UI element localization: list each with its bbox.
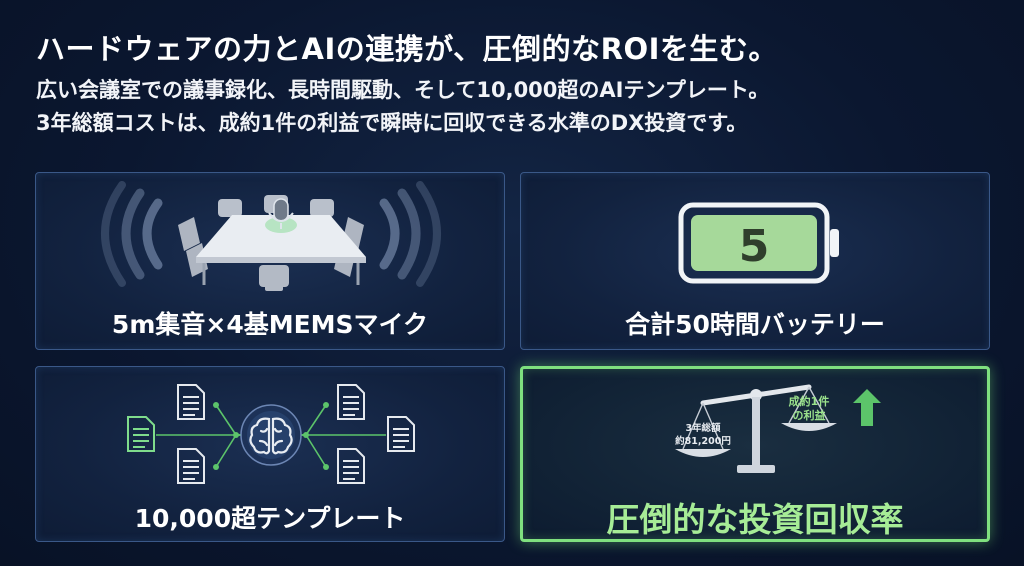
feature-card-battery: 5 合計50時間バッテリー	[520, 172, 990, 350]
right-pan-line-1: 成約1件	[789, 394, 830, 408]
subheadline-line-1: 広い会議室での議事録化、長時間駆動、そして10,000超のAIテンプレート。	[36, 78, 770, 102]
card-label-microphone: 5m集音×4基MEMSマイク	[111, 310, 429, 339]
document-icon	[127, 384, 415, 484]
feature-card-microphone: 5m集音×4基MEMSマイク	[35, 172, 505, 350]
header: ハードウェアの力とAIの連携が、圧倒的なROIを生む。 広い会議室での議事録化、…	[36, 30, 996, 140]
card-label-roi: 圧倒的な投資回収率	[606, 500, 904, 539]
subheadline-line-2: 3年総額コストは、成約1件の利益で瞬時に回収できる水準のDX投資です。	[36, 111, 748, 135]
left-pan-line-2: 約81,200円	[675, 435, 731, 447]
brain-icon	[240, 404, 302, 466]
feature-card-templates: 10,000超テンプレート	[35, 366, 505, 542]
left-pan-line-1: 3年総額	[685, 422, 721, 434]
template-network-icon	[127, 384, 415, 484]
conference-table-icon	[101, 181, 441, 291]
card-label-battery: 合計50時間バッテリー	[625, 310, 885, 339]
arrow-up-icon	[853, 389, 881, 426]
headline: ハードウェアの力とAIの連携が、圧倒的なROIを生む。	[36, 32, 778, 66]
battery-icon: 5	[678, 202, 839, 284]
battery-level-text: 5	[739, 221, 770, 272]
balance-scale-icon: 3年総額 約81,200円 成約1件 の利益	[675, 384, 881, 473]
right-pan-line-2: の利益	[793, 408, 826, 422]
feature-card-roi: 3年総額 約81,200円 成約1件 の利益 圧倒的な投資回収率	[520, 366, 990, 542]
card-label-templates: 10,000超テンプレート	[134, 504, 406, 533]
microphone-icon	[268, 198, 294, 229]
